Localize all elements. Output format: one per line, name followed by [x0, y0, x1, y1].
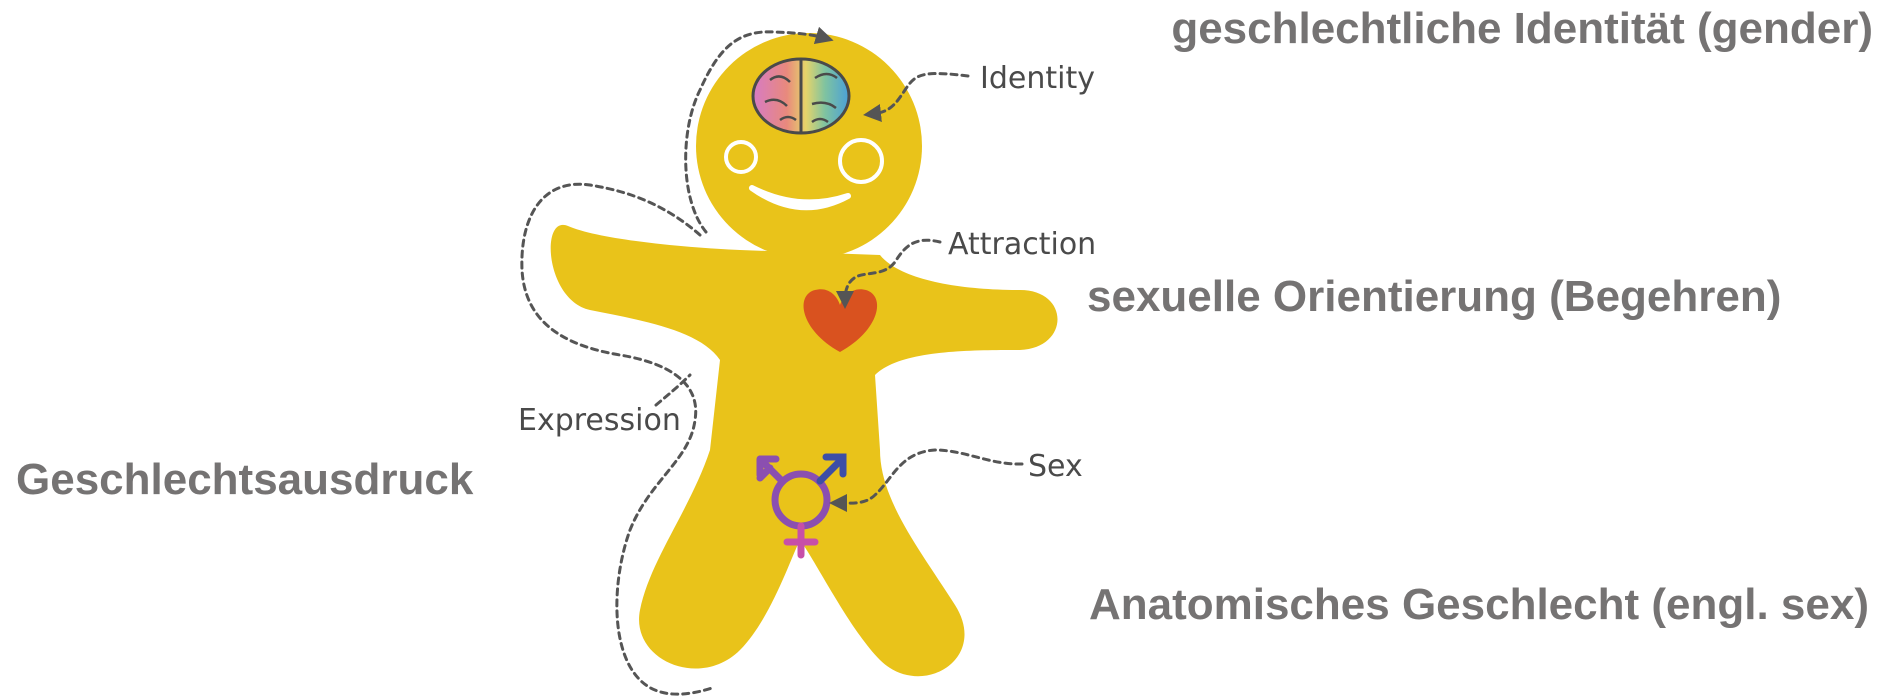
identity-handwritten-label: Identity — [980, 61, 1095, 96]
expression-label-pointer — [656, 375, 690, 405]
attraction-handwritten-label: Attraction — [948, 227, 1096, 262]
expression-handwritten-label: Expression — [518, 403, 681, 438]
brain-icon — [753, 59, 849, 133]
sex-handwritten-label: Sex — [1028, 449, 1083, 484]
